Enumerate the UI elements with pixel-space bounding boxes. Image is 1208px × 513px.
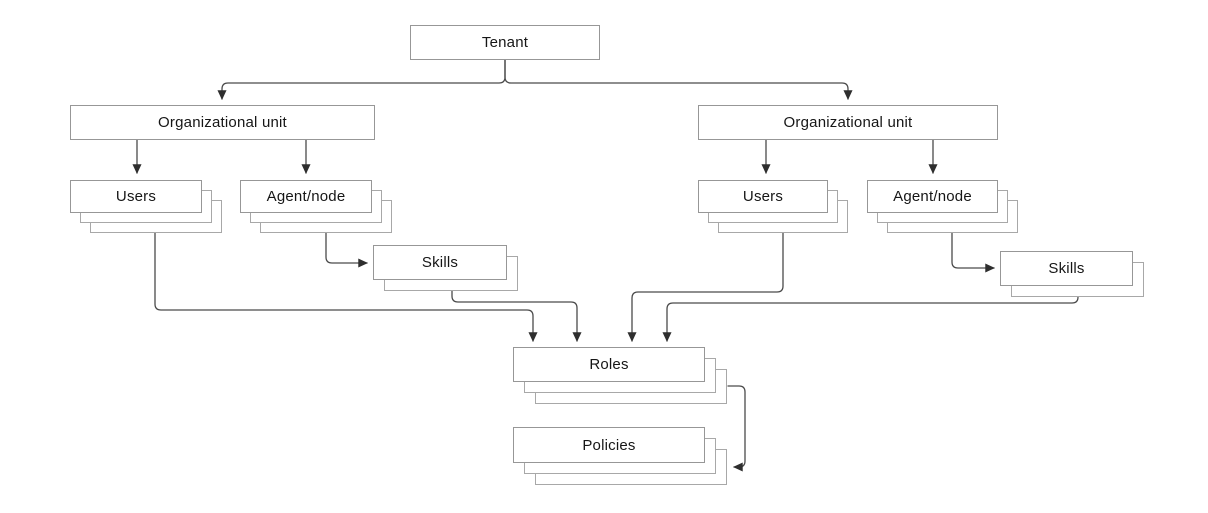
edge-skills-left-to-roles <box>451 290 582 342</box>
node-org-unit-right-label: Organizational unit <box>783 114 913 131</box>
edge-tenant-to-org-unit-left <box>217 59 506 100</box>
node-agent-node-left: Agent/node <box>240 180 372 213</box>
node-agent-node-right-label: Agent/node <box>893 188 972 205</box>
edge-agent-node-left-to-skills-left <box>325 232 368 268</box>
node-org-unit-right: Organizational unit <box>698 105 998 140</box>
node-roles-label: Roles <box>589 356 629 373</box>
node-users-right: Users <box>698 180 828 213</box>
node-skills-right: Skills <box>1000 251 1133 286</box>
node-users-left: Users <box>70 180 202 213</box>
node-tenant: Tenant <box>410 25 600 60</box>
node-agent-node-left-label: Agent/node <box>266 188 346 205</box>
node-users-left-label: Users <box>115 188 157 205</box>
node-skills-right-label: Skills <box>1048 260 1085 277</box>
edge-tenant-to-org-unit-right <box>504 59 853 100</box>
edge-users-right-to-roles <box>627 232 784 342</box>
node-org-unit-left-label: Organizational unit <box>158 114 287 131</box>
node-policies-label: Policies <box>582 436 636 454</box>
node-users-right-label: Users <box>742 188 784 205</box>
node-tenant-label: Tenant <box>481 34 529 51</box>
edge-skills-right-to-roles <box>662 296 1079 342</box>
node-policies: Policies <box>513 427 705 463</box>
node-org-unit-left: Organizational unit <box>70 105 375 140</box>
node-skills-left: Skills <box>373 245 507 280</box>
edge-users-left-to-roles <box>154 232 538 342</box>
node-agent-node-right: Agent/node <box>867 180 998 213</box>
node-skills-left-label: Skills <box>421 254 459 271</box>
edge-agent-node-right-to-skills-right <box>951 232 995 273</box>
node-roles: Roles <box>513 347 705 382</box>
edge-roles-to-policies <box>727 385 746 472</box>
